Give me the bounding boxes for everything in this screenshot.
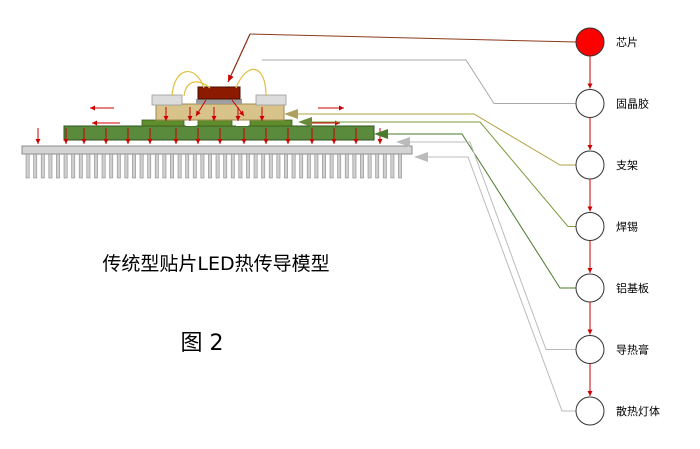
layer-label: 散热灯体 [616,404,660,418]
chip [197,86,241,100]
layer-bubble [575,335,605,364]
heatsink-fin [147,153,152,179]
heatsink-fin [185,153,190,179]
layer-label: 铝基板 [616,281,649,295]
heatsink-fin [230,153,235,179]
leader-line [312,121,576,227]
layer-label: 支架 [616,159,638,172]
aluminum-board [63,125,375,141]
bond-wires [171,68,267,97]
heatsink-fin [367,153,372,179]
layer-bubble [575,150,605,180]
heatsink-fin [33,153,38,179]
heat-flow-arrows [35,33,428,162]
heatsink-fin [56,153,60,179]
layer-pointer [284,109,298,119]
heatsink-fin [306,153,311,179]
heatsink-fin [268,153,273,179]
layer-label: 芯片 [616,35,638,49]
heatsink-fin [344,153,349,179]
heat-arrow [195,99,207,117]
heatsink-fin [238,153,243,179]
heatsink-fin [124,153,129,179]
solder-pads [141,119,293,127]
heatsink-fin [200,153,205,179]
leader-line [410,141,576,350]
chip-leader-arrow [227,33,251,83]
heatsink-fin [223,153,228,179]
layer-label: 焊锡 [616,220,638,234]
heatsink-fin [314,153,319,179]
heatsink-fin [382,153,387,179]
heatsink-fin [48,153,53,179]
heatsink-fin [170,153,174,179]
heatsink-fin [322,153,326,179]
figure-label: 图 2 [181,331,224,356]
heatsink-fin [253,153,258,179]
leader-line [249,33,577,43]
heatsink-fin [284,153,288,179]
heatsink-fin [71,153,76,179]
layer-pointer [298,117,312,127]
heatsink-fin [208,153,212,179]
heatsink-fin [398,153,402,179]
heatsink-fin [177,153,182,179]
leader-line [262,59,576,104]
layer-pointer [396,137,410,147]
heatsink-fin [215,153,220,179]
leader-line [428,156,576,412]
heatsink-fin [116,153,121,179]
heatsink-fin [162,153,167,179]
heatsink-fin [390,153,395,179]
heatsink-fin [40,153,45,179]
heatsink-fin [246,153,250,179]
heatsink-fin [78,153,83,179]
layer-pointer [374,129,388,139]
layer-bubble [575,273,605,303]
layer-bubble [575,27,605,57]
layer-bubble [575,396,605,426]
heatsink-fin [352,153,357,179]
heatsink-fin [360,153,364,179]
heatsink-fin [261,153,266,179]
heatsink-fin [299,153,304,179]
leader-line [388,133,576,289]
heatsink-fin [329,153,334,179]
heatsink-fin [276,153,281,179]
layer-label: 固晶胶 [616,97,649,111]
heatsink-fin [139,153,144,179]
heatsink-fin [291,153,296,179]
layer-bubble [575,212,605,241]
heatsink-fin [154,153,159,179]
heatsink-fins [25,153,402,179]
heatsink-fin [63,153,68,179]
die-attach [196,99,242,104]
layer-label: 导热膏 [616,343,649,357]
heatsink-fin [132,153,136,179]
layer-pointer [414,152,428,162]
heatsink-fin [94,153,98,179]
layer-bubble [575,89,605,118]
heatsink-fin [101,153,106,179]
leader-lines [249,33,577,412]
leader-line [298,113,576,166]
heatsink-fin [25,153,30,179]
heatsink [21,145,413,179]
heatsink-fin [109,153,114,179]
diagram-caption: 传统型贴片LED热传导模型 [102,253,329,275]
heatsink-fin [192,153,197,179]
heatsink-fin [86,153,91,179]
heatsink-fin [337,153,342,179]
heat-arrow [231,99,245,117]
heatsink-fin [375,153,380,179]
